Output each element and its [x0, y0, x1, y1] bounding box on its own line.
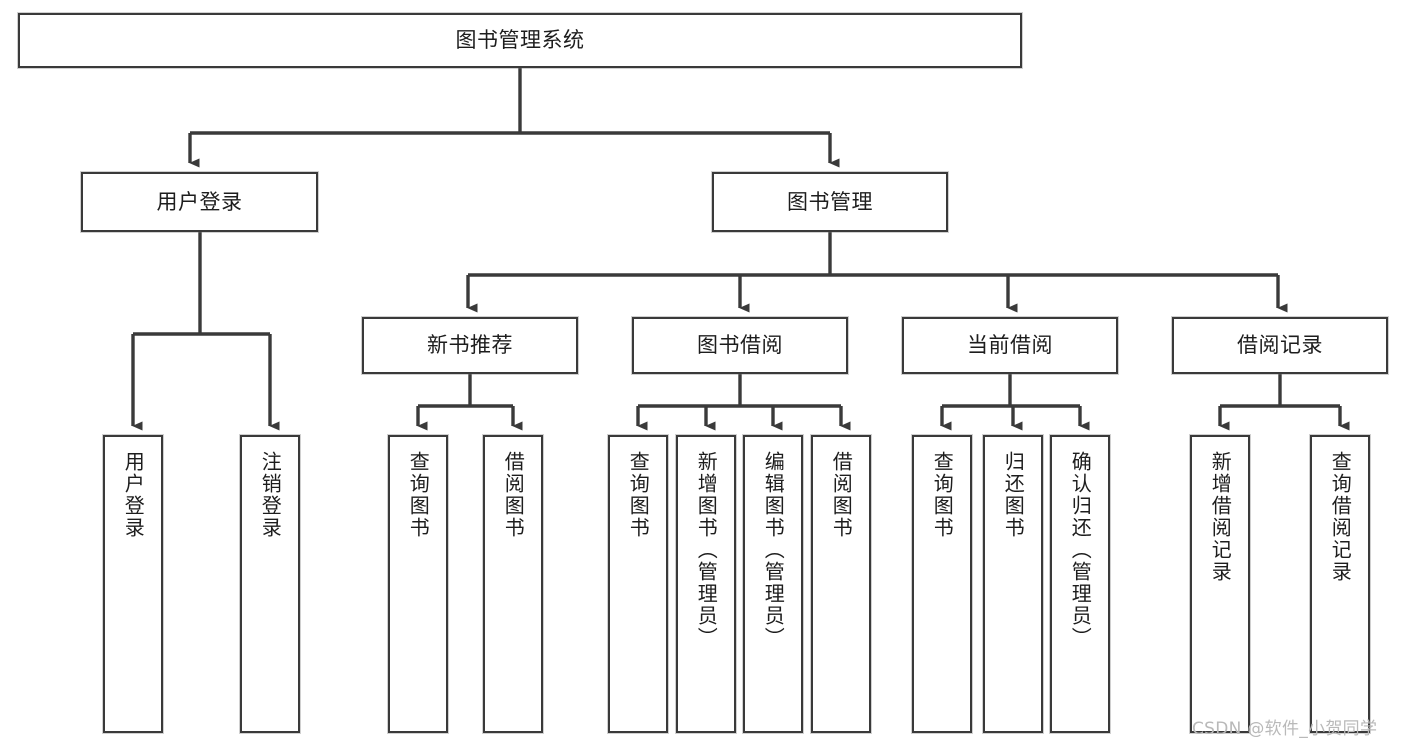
node-bb-edit-book-label: 编辑图书（管理员） [761, 451, 786, 649]
node-borrow-record-label: 借阅记录 [1237, 333, 1323, 358]
node-cb-return-book[interactable]: 归还图书 [983, 435, 1043, 733]
node-new-book-recommend-label: 新书推荐 [427, 333, 513, 358]
node-book-borrow[interactable]: 图书借阅 [632, 317, 848, 374]
node-new-book-recommend[interactable]: 新书推荐 [362, 317, 578, 374]
node-nbr-query-book[interactable]: 查询图书 [388, 435, 448, 733]
node-book-management-label: 图书管理 [787, 189, 873, 214]
node-cb-return-book-label: 归还图书 [1001, 451, 1026, 539]
node-user-login-label: 用户登录 [156, 189, 243, 214]
node-br-add-record[interactable]: 新增借阅记录 [1190, 435, 1250, 733]
node-bb-edit-book[interactable]: 编辑图书（管理员） [743, 435, 803, 733]
node-nbr-borrow-book[interactable]: 借阅图书 [483, 435, 543, 733]
node-cb-query-book[interactable]: 查询图书 [912, 435, 972, 733]
node-current-borrow-label: 当前借阅 [967, 333, 1053, 358]
node-borrow-record[interactable]: 借阅记录 [1172, 317, 1388, 374]
node-root-label: 图书管理系统 [455, 28, 585, 53]
node-bb-query-book-label: 查询图书 [626, 451, 651, 539]
node-bb-add-book[interactable]: 新增图书（管理员） [676, 435, 736, 733]
node-user-login-login[interactable]: 用户登录 [103, 435, 163, 733]
node-user-login-logout-label: 注销登录 [258, 451, 283, 539]
node-br-add-record-label: 新增借阅记录 [1208, 451, 1233, 583]
node-book-borrow-label: 图书借阅 [697, 333, 783, 358]
node-bb-borrow-book[interactable]: 借阅图书 [811, 435, 871, 733]
node-current-borrow[interactable]: 当前借阅 [902, 317, 1118, 374]
node-root[interactable]: 图书管理系统 [18, 13, 1022, 68]
node-cb-confirm-return[interactable]: 确认归还（管理员） [1050, 435, 1110, 733]
node-user-login[interactable]: 用户登录 [81, 172, 318, 232]
node-bb-add-book-label: 新增图书（管理员） [694, 451, 719, 649]
node-br-query-record-label: 查询借阅记录 [1328, 451, 1353, 583]
node-br-query-record[interactable]: 查询借阅记录 [1310, 435, 1370, 733]
csdn-watermark: CSDN @软件_小贺同学 [1192, 714, 1377, 739]
node-nbr-query-book-label: 查询图书 [406, 451, 431, 539]
node-cb-query-book-label: 查询图书 [930, 451, 955, 539]
node-user-login-login-label: 用户登录 [121, 451, 146, 539]
node-book-management[interactable]: 图书管理 [712, 172, 948, 232]
node-nbr-borrow-book-label: 借阅图书 [501, 451, 526, 539]
node-cb-confirm-return-label: 确认归还（管理员） [1068, 451, 1093, 649]
node-bb-borrow-book-label: 借阅图书 [829, 451, 854, 539]
node-user-login-logout[interactable]: 注销登录 [240, 435, 300, 733]
csdn-watermark-text: CSDN @软件_小贺同学 [1192, 719, 1378, 739]
node-bb-query-book[interactable]: 查询图书 [608, 435, 668, 733]
